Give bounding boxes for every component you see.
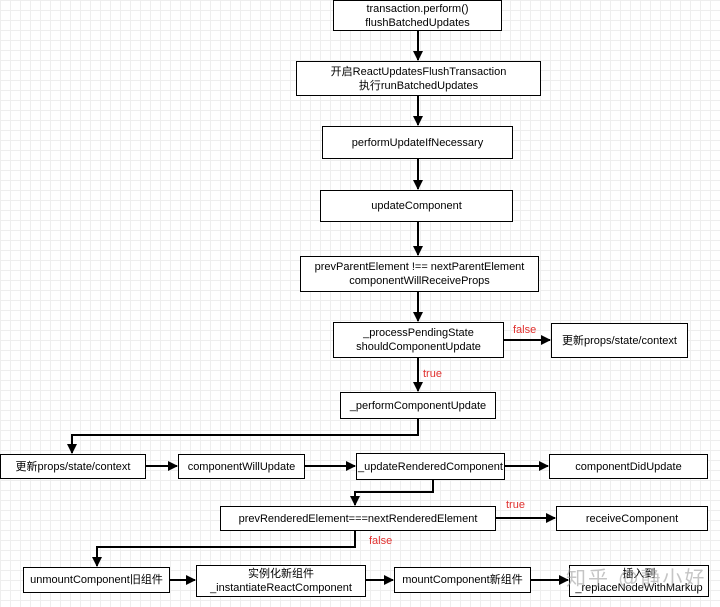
node-component-will-update: componentWillUpdate [178,454,305,479]
node-receive-component: receiveComponent [556,506,708,531]
node-line: 更新props/state/context [562,334,677,347]
node-line: componentWillReceiveProps [349,275,490,287]
node-mount-component: mountComponent新组件 [394,567,531,593]
node-should-component-update: _processPendingState shouldComponentUpda… [333,322,504,358]
node-line: performUpdateIfNecessary [351,136,484,149]
edge-n8-n9 [67,419,419,454]
node-update-props-left: 更新props/state/context [0,454,146,479]
node-perform-update-if-necessary: performUpdateIfNecessary [322,126,513,159]
node-line: unmountComponent旧组件 [30,574,163,586]
node-line: updateComponent [371,200,462,212]
edge-label-false: false [369,535,393,547]
node-component-did-update: componentDidUpdate [549,454,708,479]
node-line: 插入到 [622,568,656,580]
node-replace-node-with-markup: 插入到 _replaceNodeWithMarkup [569,565,709,597]
node-compare-rendered-element: prevRenderedElement===nextRenderedElemen… [220,506,496,531]
node-update-rendered-component: _updateRenderedComponent [356,453,505,480]
node-perform-component-update: _performComponentUpdate [340,392,496,419]
node-line: 更新props/state/context [15,460,131,473]
node-line: shouldComponentUpdate [356,341,481,353]
node-unmount-component: unmountComponent旧组件 [23,567,170,593]
node-component-will-receive-props: prevParentElement !== nextParentElement … [300,256,539,292]
edge-n13-n15 [92,531,356,567]
node-line: 开启ReactUpdatesFlushTransaction [330,65,507,78]
watermark: 知乎 @静小好 [566,566,707,590]
node-transaction-perform: transaction.perform() flushBatchedUpdate… [333,0,502,31]
node-line: componentWillUpdate [187,460,296,473]
node-line: _instantiateReactComponent [210,582,352,594]
edge-label-true: true [506,499,525,511]
node-line: mountComponent新组件 [402,574,523,586]
node-line: _replaceNodeWithMarkup [575,582,703,594]
node-line: _updateRenderedComponent [358,460,503,473]
node-line: flushBatchedUpdates [365,16,470,29]
node-line: prevRenderedElement===nextRenderedElemen… [238,512,478,525]
node-update-component: updateComponent [320,190,513,222]
node-line: _processPendingState [363,327,474,339]
edge-n11-n13 [350,480,434,506]
edge-label-false: false [513,324,537,336]
node-line: receiveComponent [585,512,679,525]
node-line: 执行runBatchedUpdates [358,79,479,92]
node-line: transaction.perform() [366,2,469,15]
node-line: 实例化新组件 [248,568,314,580]
node-line: prevParentElement !== nextParentElement [314,261,525,273]
node-instantiate-component: 实例化新组件 _instantiateReactComponent [196,565,366,597]
edge-label-true: true [423,368,442,380]
node-line: _performComponentUpdate [349,399,487,412]
node-flush-transaction: 开启ReactUpdatesFlushTransaction 执行runBatc… [296,61,541,96]
node-line: componentDidUpdate [575,460,682,473]
node-update-props-right: 更新props/state/context [551,323,688,358]
